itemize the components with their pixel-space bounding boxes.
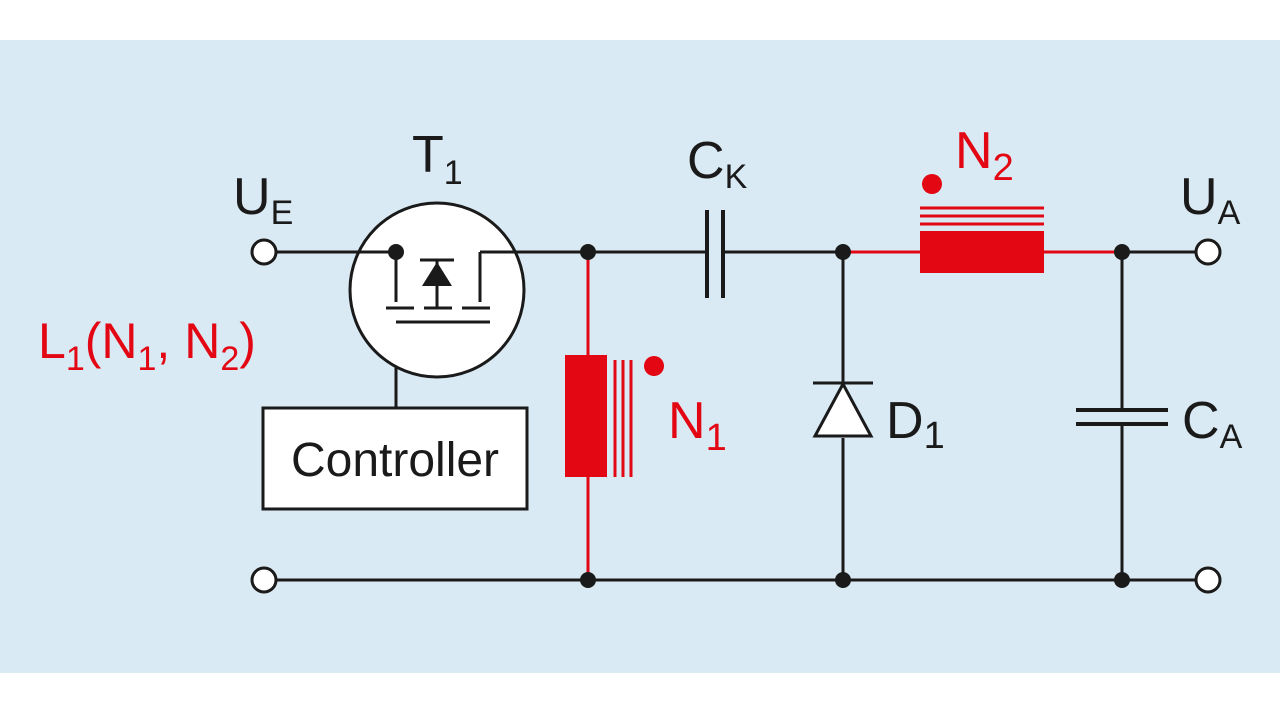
n2-polarity-dot (922, 174, 942, 194)
diode-label: D1 (886, 392, 945, 457)
controller-block: Controller (261, 406, 529, 511)
controller-box (261, 406, 529, 511)
input-voltage-label: UE (233, 168, 293, 232)
winding-n2-symbol (920, 174, 1044, 273)
wires (276, 250, 1196, 582)
coupling-capacitor-label: CK (687, 132, 748, 196)
junction-dot (1114, 244, 1130, 260)
diode-symbol (812, 380, 874, 438)
input-terminal-top (250, 238, 278, 266)
diode-triangle (812, 380, 874, 438)
winding-1-label: N1 (668, 392, 727, 459)
junction-dot (580, 244, 596, 260)
transistor-symbol (348, 201, 526, 379)
transistor-label: T1 (412, 126, 463, 192)
background-panel (0, 40, 1280, 673)
output-terminal-top (1194, 238, 1222, 266)
junctions (580, 244, 1130, 588)
output-voltage-label: UA (1180, 168, 1241, 232)
controller-label: Controller (291, 434, 499, 487)
transistor-body-arrow (422, 262, 452, 286)
output-capacitor-symbol (1076, 408, 1168, 426)
junction-dot (1114, 572, 1130, 588)
output-capacitor-label: CA (1182, 392, 1243, 456)
winding-2-label: N2 (955, 122, 1014, 189)
winding-n1-symbol (565, 355, 664, 477)
junction-dot (835, 244, 851, 260)
junction-dot (835, 572, 851, 588)
n2-coil (920, 231, 1044, 273)
n1-coil (565, 355, 607, 477)
input-terminal-bottom (250, 566, 278, 594)
inductor-label: L1(N1, N2) (38, 313, 256, 378)
coupling-capacitor-symbol (705, 210, 725, 298)
junction-dot (580, 572, 596, 588)
output-terminal-bottom (1194, 566, 1222, 594)
n1-polarity-dot (644, 356, 664, 376)
